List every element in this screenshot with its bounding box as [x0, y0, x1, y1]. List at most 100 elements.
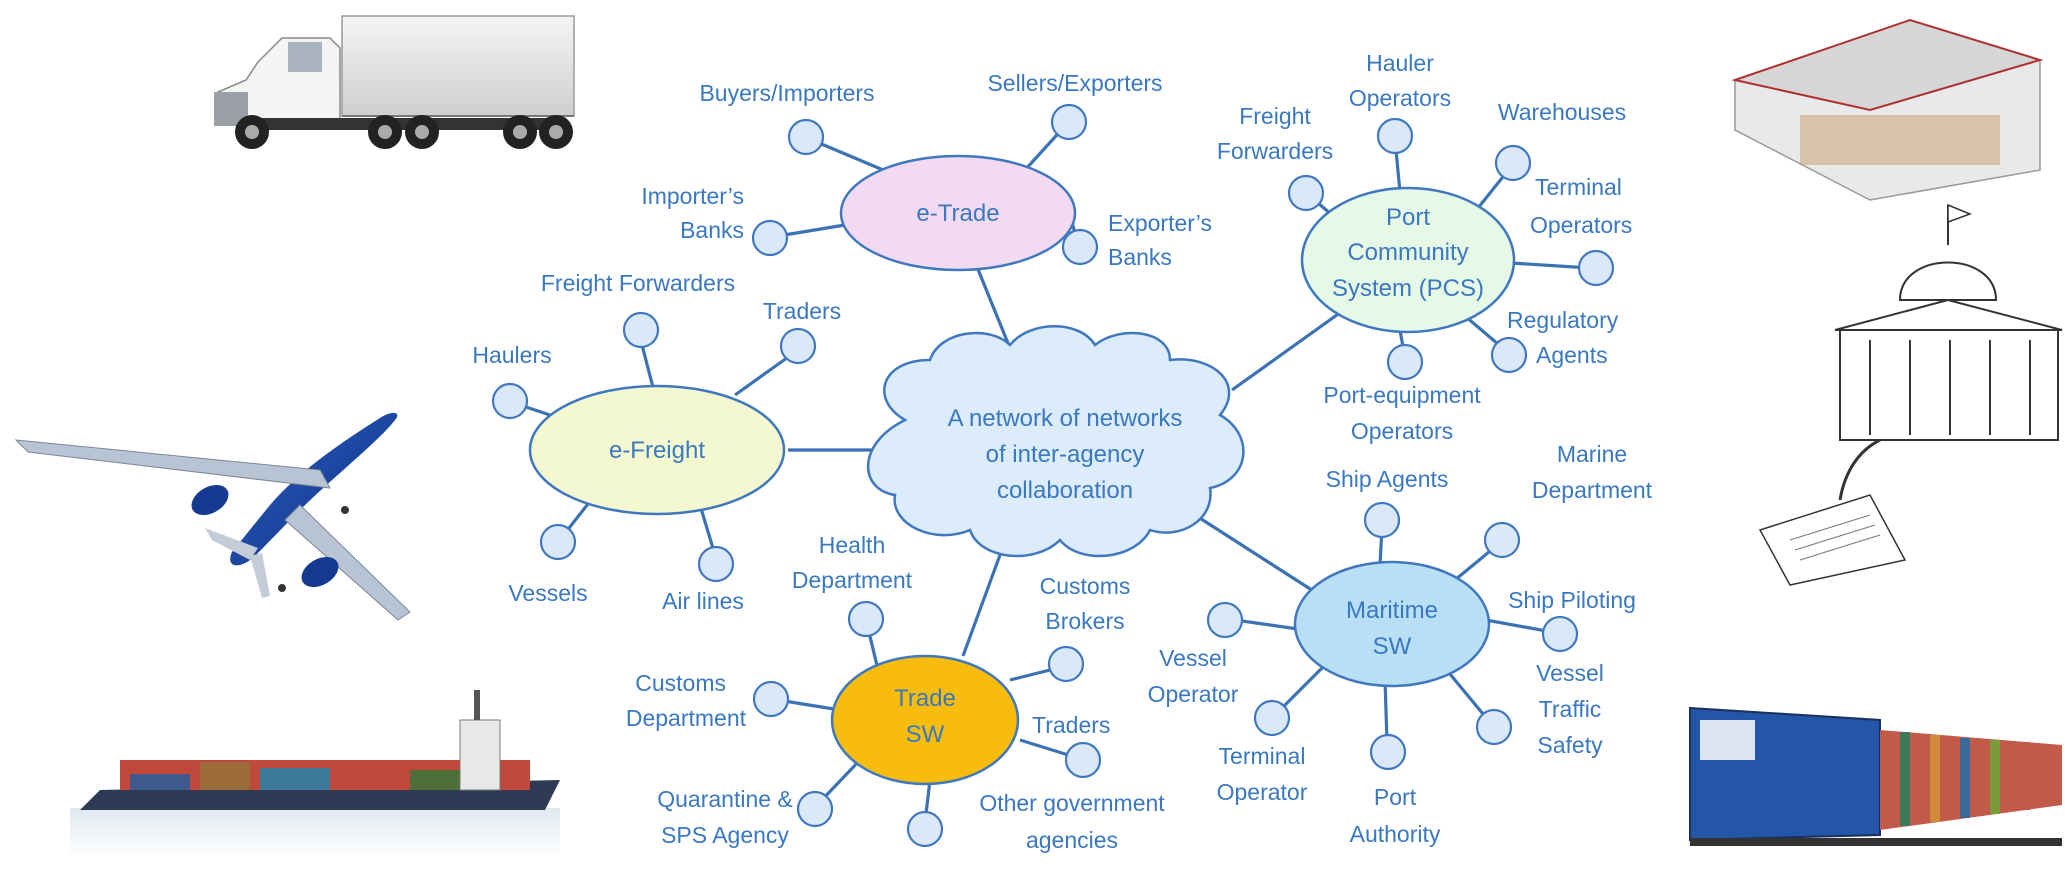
- label-vessels: Vessels: [508, 580, 587, 606]
- leaf-node: [697, 545, 735, 583]
- label-vessel-traffic-line3: Safety: [1537, 732, 1603, 758]
- leaf-node: [1206, 601, 1244, 639]
- center-cloud: A network of networks of inter-agency co…: [866, 325, 1245, 558]
- leaf-nodes: [491, 103, 1615, 848]
- label-warehouses: Warehouses: [1498, 99, 1626, 125]
- leaf-node: [796, 790, 834, 828]
- pcs-labels: Hauler Operators Freight Forwarders Ware…: [1217, 50, 1632, 444]
- hub-etrade: e-Trade: [839, 154, 1077, 272]
- center-label-line2: of inter-agency: [986, 441, 1145, 468]
- leaf-node: [1483, 521, 1521, 559]
- link-center-tradesw: [961, 554, 1002, 657]
- government-building-icon: [1758, 203, 2063, 586]
- freight-train-icon: [1689, 706, 2062, 846]
- leaf-node: [1494, 144, 1532, 182]
- label-sellers-exporters: Sellers/Exporters: [987, 70, 1162, 96]
- label-terminal-operators-line1: Terminal: [1535, 174, 1622, 200]
- label-air-lines: Air lines: [662, 588, 744, 614]
- truck-icon: [214, 15, 575, 149]
- leaf-node: [752, 680, 790, 718]
- label-port-authority-line1: Port: [1374, 784, 1417, 810]
- leaf-node: [1386, 343, 1424, 381]
- label-terminal-operators-line2: Operators: [1530, 212, 1632, 238]
- label-quarantine-line2: SPS Agency: [661, 822, 789, 848]
- label-port-equipment-line2: Operators: [1351, 418, 1453, 444]
- leaf-node: [1369, 733, 1407, 771]
- hub-maritime: Maritime SW: [1293, 560, 1491, 688]
- label-ship-piloting: Ship Piloting: [1508, 587, 1636, 613]
- tradesw-labels: Health Department Customs Brokers Custom…: [626, 532, 1165, 853]
- label-ship-agents: Ship Agents: [1326, 466, 1449, 492]
- leaf-node: [1253, 699, 1291, 737]
- label-customs-brokers-line1: Customs: [1040, 573, 1131, 599]
- hub-efreight-shape: [528, 384, 786, 516]
- label-vessel-operator-line2: Operator: [1148, 681, 1239, 707]
- label-terminal-operator-line1: Terminal: [1219, 743, 1306, 769]
- label-health-department-line1: Health: [819, 532, 885, 558]
- label-port-equipment-line1: Port-equipment: [1323, 382, 1481, 408]
- label-marine-department-line1: Marine: [1557, 441, 1627, 467]
- hub-tradesw: Trade SW: [830, 654, 1020, 786]
- hub-tradesw-shape: [830, 654, 1020, 786]
- leaf-node: [1490, 336, 1528, 374]
- leaf-node: [1061, 228, 1099, 266]
- label-regulatory-agents-line2: Agents: [1536, 342, 1608, 368]
- center-label-line1: A network of networks: [948, 405, 1183, 432]
- hub-maritime-label-line2: SW: [1373, 633, 1412, 660]
- label-freight-forwarders-line2: Forwarders: [1217, 138, 1333, 164]
- label-freight-forwarders: Freight Forwarders: [541, 270, 735, 296]
- leaf-node: [491, 382, 529, 420]
- label-exporters-banks-line1: Exporter’s: [1108, 210, 1212, 236]
- leaf-node: [1475, 708, 1513, 746]
- hub-pcs-label-line2: Community: [1347, 239, 1468, 266]
- warehouse-icon: [1731, 18, 2044, 201]
- maritime-labels: Ship Agents Marine Department Ship Pilot…: [1148, 441, 1653, 847]
- leaf-node: [1376, 117, 1414, 155]
- link-center-pcs: [1231, 300, 1356, 392]
- leaf-node: [779, 327, 817, 365]
- cloud-shape: [866, 325, 1245, 558]
- label-vessel-traffic-line2: Traffic: [1539, 696, 1602, 722]
- label-customs-department-line2: Department: [626, 705, 747, 731]
- hub-etrade-label: e-Trade: [916, 200, 999, 227]
- hub-maritime-shape: [1293, 560, 1491, 688]
- label-importers-banks-line2: Banks: [680, 217, 744, 243]
- leaf-node: [751, 219, 789, 257]
- leaf-node: [1541, 615, 1579, 653]
- airplane-icon: [14, 412, 411, 621]
- label-health-department-line2: Department: [792, 567, 913, 593]
- hub-efreight: e-Freight: [528, 384, 786, 516]
- hub-tradesw-label-line2: SW: [906, 721, 945, 748]
- leaf-node: [847, 600, 885, 638]
- label-terminal-operator-line2: Operator: [1217, 779, 1308, 805]
- leaf-node: [1363, 501, 1401, 539]
- leaf-node: [539, 523, 577, 561]
- label-regulatory-agents-line1: Regulatory: [1507, 307, 1619, 333]
- leaf-node: [1064, 741, 1102, 779]
- hub-pcs-label-line1: Port: [1386, 204, 1430, 231]
- link-center-maritime: [1194, 513, 1319, 596]
- label-traders-tradesw: Traders: [1032, 712, 1110, 738]
- hub-pcs-shape: [1300, 186, 1516, 334]
- label-vessel-operator-line1: Vessel: [1159, 645, 1227, 671]
- center-label-line3: collaboration: [997, 477, 1133, 504]
- label-haulers: Haulers: [472, 342, 551, 368]
- container-ship-icon: [70, 690, 560, 858]
- leaf-node: [622, 311, 660, 349]
- label-hauler-operators-line1: Hauler: [1366, 50, 1434, 76]
- label-buyers-importers: Buyers/Importers: [699, 80, 874, 106]
- label-importers-banks-line1: Importer’s: [641, 183, 744, 209]
- label-exporters-banks-line2: Banks: [1108, 244, 1172, 270]
- label-freight-forwarders-line1: Freight: [1239, 103, 1311, 129]
- efreight-labels: Freight Forwarders Traders Haulers Vesse…: [472, 270, 841, 614]
- label-traders: Traders: [763, 298, 841, 324]
- leaf-node: [906, 810, 944, 848]
- etrade-labels: Buyers/Importers Sellers/Exporters Impor…: [641, 70, 1212, 270]
- label-other-government-line1: Other government: [979, 790, 1165, 816]
- hub-maritime-label-line1: Maritime: [1346, 597, 1438, 624]
- hub-pcs: Port Community System (PCS): [1300, 186, 1516, 334]
- hub-etrade-shape: [839, 154, 1077, 272]
- leaf-node: [1287, 174, 1325, 212]
- label-hauler-operators-line2: Operators: [1349, 85, 1451, 111]
